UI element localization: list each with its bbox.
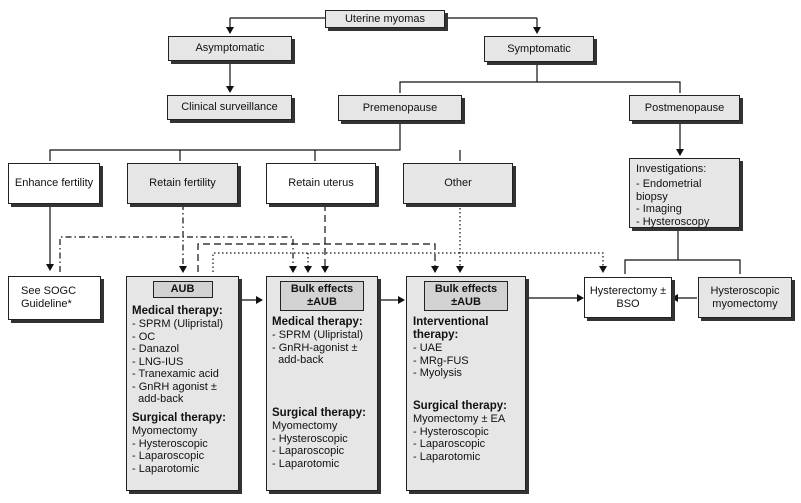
edge-symptomatic-split <box>399 62 681 93</box>
interventional-surgical-list: - Hysteroscopic - Laparoscopic - Laparot… <box>413 426 519 464</box>
investigation-item: - Endometrial biopsy <box>636 178 702 203</box>
bulk-surgical-sub: Myomectomy <box>272 419 338 432</box>
bulk-medical-item: - SPRM (Ulipristal) <box>272 329 364 341</box>
interventional-surgical-item: - Hysteroscopic <box>413 425 489 438</box>
bulk-medical-title: Medical therapy: <box>272 316 363 328</box>
edge-premenopause-split <box>49 121 461 161</box>
interventional-surgical-item: - Laparotomic <box>413 450 481 463</box>
bulk-surgical-title: Surgical therapy: <box>272 406 366 419</box>
aub-medical-item: add-back <box>132 393 184 405</box>
edge-other-aub-loop <box>212 252 607 273</box>
bulk-medical-item: add-back <box>272 354 324 366</box>
edge-retain-fertility-sogc <box>59 236 297 273</box>
bulk-effects-interventional-panel: Bulk effects ±AUB Interventional therapy… <box>406 276 526 491</box>
aub-medical-item: - LNG-IUS <box>132 355 184 368</box>
interventional-item: - UAE <box>413 342 443 354</box>
aub-surgical-sub: Myomectomy <box>132 424 198 437</box>
aub-header: AUB <box>152 281 213 298</box>
premenopause-node: Premenopause <box>338 95 462 121</box>
aub-medical-item: - Danazol <box>132 343 180 355</box>
edge-investigations-split <box>624 228 741 274</box>
bulk-effects-panel: Bulk effects ±AUB Medical therapy: - SPR… <box>266 276 378 491</box>
aub-medical-item: - GnRH agonist ± <box>132 380 217 393</box>
aub-surgical-item: - Laparotomic <box>132 462 200 475</box>
interventional-list: - UAE - MRg-FUS - Myolysis <box>413 342 519 380</box>
clinical-surveillance-node: Clinical surveillance <box>167 95 292 120</box>
aub-medical-title: Medical therapy: <box>132 305 223 317</box>
other-node: Other <box>403 163 513 204</box>
enhance-fertility-node: Enhance fertility <box>8 163 100 204</box>
retain-uterus-node: Retain uterus <box>266 163 376 204</box>
bulk-medical-list: - SPRM (Ulipristal) - GnRH-agonist ± add… <box>272 329 372 367</box>
aub-medical-item: - Tranexamic acid <box>132 368 219 380</box>
aub-surgical-item: - Hysteroscopic <box>132 437 208 450</box>
aub-surgical-item: - Laparoscopic <box>132 450 205 462</box>
bulk-surgical-list: - Hysteroscopic - Laparoscopic - Laparot… <box>272 433 372 471</box>
investigations-list: - Endometrial biopsy - Imaging - Hystero… <box>636 178 733 228</box>
interventional-item: - MRg-FUS <box>413 354 469 367</box>
aub-surgical-list: - Hysteroscopic - Laparoscopic - Laparot… <box>132 438 233 476</box>
uterine-myomas-node: Uterine myomas <box>325 10 445 28</box>
investigations-node: Investigations: - Endometrial biopsy - I… <box>629 158 740 228</box>
bulk-effects-interventional-header: Bulk effects ±AUB <box>424 281 508 311</box>
aub-surgical-title: Surgical therapy: <box>132 411 226 424</box>
interventional-surgical-title: Surgical therapy: <box>413 399 507 412</box>
investigation-item: - Hysteroscopy <box>636 215 710 228</box>
interventional-surgical-item: - Laparoscopic <box>413 438 486 450</box>
interventional-item: - Myolysis <box>413 367 462 379</box>
sogc-guideline-node: See SOGC Guideline* <box>8 276 101 320</box>
bulk-surgical-item: - Laparoscopic <box>272 445 345 457</box>
postmenopause-node: Postmenopause <box>629 95 740 121</box>
bulk-surgical-item: - Laparotomic <box>272 457 340 470</box>
investigations-title: Investigations: <box>636 163 707 175</box>
aub-panel: AUB Medical therapy: - SPRM (Ulipristal)… <box>126 276 239 491</box>
bulk-surgical-item: - Hysteroscopic <box>272 432 348 445</box>
hysterectomy-bso-node: Hysterectomy ± BSO <box>584 277 672 318</box>
bulk-effects-header: Bulk effects ±AUB <box>280 281 364 311</box>
symptomatic-node: Symptomatic <box>484 36 594 62</box>
aub-medical-list: - SPRM (Ulipristal) - OC - Danazol - LNG… <box>132 318 233 406</box>
bulk-medical-item: - GnRH-agonist ± <box>272 341 358 354</box>
hysteroscopic-myomectomy-node: Hysteroscopic myomectomy <box>698 277 792 318</box>
investigation-item: - Imaging <box>636 203 682 215</box>
interventional-surgical-sub: Myomectomy ± EA <box>413 412 506 425</box>
aub-medical-item: - OC <box>132 330 156 343</box>
edge-retain-uterus-aub <box>197 243 439 273</box>
interventional-title: Interventional therapy: <box>413 316 489 341</box>
asymptomatic-node: Asymptomatic <box>168 36 292 61</box>
retain-fertility-node: Retain fertility <box>127 163 238 204</box>
aub-medical-item: - SPRM (Ulipristal) <box>132 318 224 330</box>
